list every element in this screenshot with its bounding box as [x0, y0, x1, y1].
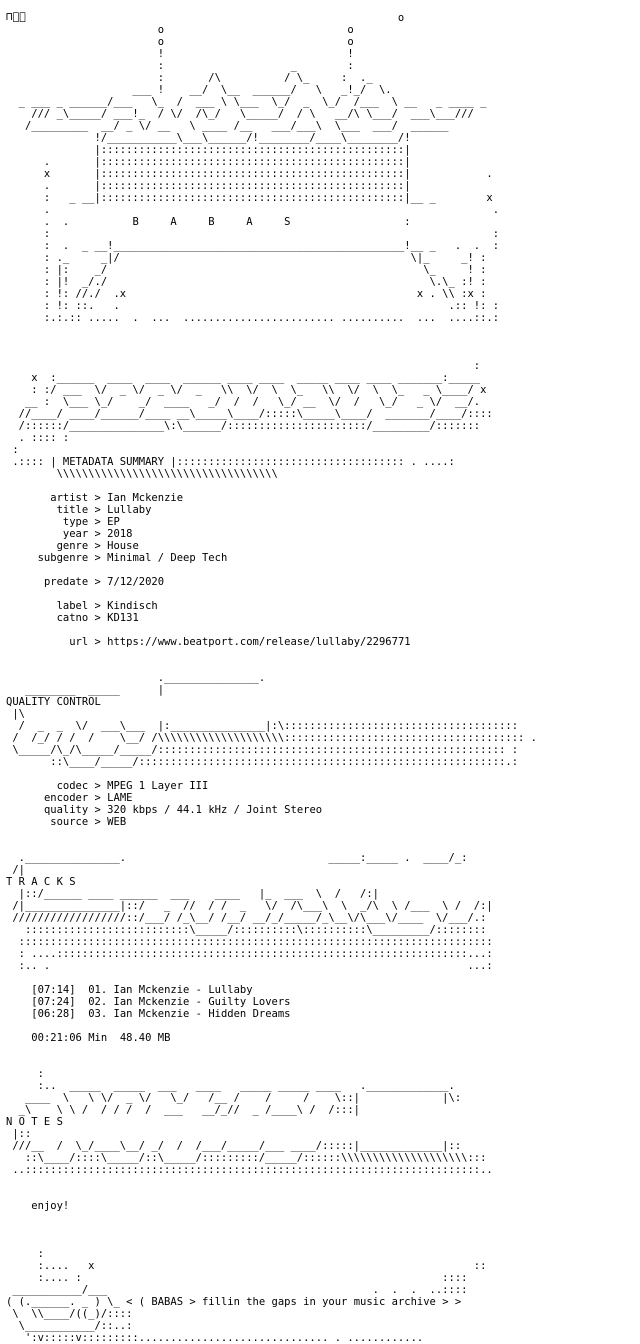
quality-encoder: encoder > LAME [43, 792, 133, 804]
footer-art-bottom: \ \\____/((_)/:::: \___________/::..: ':… [12, 1308, 424, 1344]
notes-section-label: N O T E S [6, 1116, 63, 1128]
metadata-url: url > https://www.beatport.com/release/l… [69, 636, 411, 648]
logo-art: o o o o o ! ! : [18, 12, 500, 324]
notes-banner-art: : :.. _____ _____ ___ ____ _____ _____ _… [18, 1068, 462, 1116]
metadata-subgenre: subgenre > Minimal / Deep Tech [37, 552, 228, 564]
footer-art: : :.... x :: :.... : :::: ___________/__… [12, 1248, 487, 1296]
metadata-artist: artist > Ian Mckenzie [50, 492, 184, 504]
quality-codec: codec > MPEG 1 Layer III [56, 780, 209, 792]
track-row-3: [06:28] 03. Ian Mckenzie - Hidden Dreams [31, 1008, 291, 1020]
nfo-document: o o o o o ! ! : [6, 12, 538, 1344]
track-row-1: [07:14] 01. Ian Mckenzie - Lullaby [31, 984, 253, 996]
header-mark: ⊓ิิ [6, 10, 26, 23]
quality-section-label: QUALITY CONTROL [6, 696, 101, 708]
metadata-type: type > EP [62, 516, 120, 528]
metadata-label: label > Kindisch [56, 600, 158, 612]
metadata-catno: catno > KD131 [56, 612, 139, 624]
quality-quality: quality > 320 kbps / 44.1 kHz / Joint St… [43, 804, 323, 816]
notes-text: enjoy! [31, 1200, 70, 1212]
track-row-2: [07:24] 02. Ian Mckenzie - Guilty Lovers [31, 996, 291, 1008]
quality-banner-art: ._______________. ________ _____ | [24, 672, 266, 696]
tracks-banner-art: ._______________. _____:_____ . ____/_: … [12, 852, 468, 876]
metadata-genre: genre > House [56, 540, 139, 552]
metadata-title-row: title > Lullaby [56, 504, 152, 516]
metadata-banner-art: : x :______ ____ ____ ______ ____ ____ _… [18, 360, 493, 444]
metadata-section-label: METADATA SUMMARY [62, 456, 165, 468]
metadata-title: : [6, 444, 19, 456]
metadata-predate: predate > 7/12/2020 [43, 576, 165, 588]
metadata-year: year > 2018 [62, 528, 133, 540]
footer-tagline: ( (.______. _ ) \_ < ( BABAS > fillin th… [6, 1296, 462, 1308]
tracks-totals: 00:21:06 Min 48.40 MB [31, 1032, 171, 1044]
tracks-section-label: T R A C K S [6, 876, 76, 888]
logo-letters: B A B A S [132, 216, 291, 228]
quality-source: source > WEB [50, 816, 127, 828]
